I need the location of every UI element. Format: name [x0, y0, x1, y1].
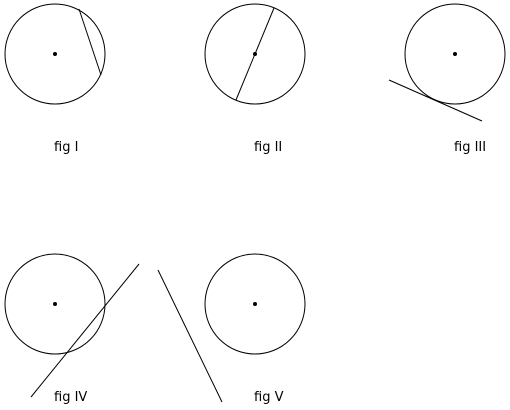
figure-3-center-point [453, 52, 457, 56]
figure-1-chord-line [78, 8, 102, 76]
figure-2: fig II [204, 3, 306, 155]
figure-3-tangent-line [388, 79, 483, 122]
figure-4: fig IV [4, 253, 140, 405]
figure-1-center-point [53, 52, 57, 56]
figure-5-label: fig V [254, 390, 284, 405]
figure-3: fig III [388, 3, 506, 155]
figure-1-label: fig I [54, 140, 78, 155]
figure-1-circle [4, 3, 106, 105]
figure-2-diameter-line [235, 7, 275, 101]
figure-4-center-point [53, 302, 57, 306]
figure-4-circle [4, 253, 106, 355]
figure-2-label: fig II [254, 140, 282, 155]
figure-4-secant-line [30, 263, 140, 398]
figure-5: fig V [157, 253, 306, 405]
figure-3-circle [404, 3, 506, 105]
figure-5-circle [204, 253, 306, 355]
figure-2-circle [204, 3, 306, 105]
figure-1: fig I [4, 3, 106, 155]
figure-5-external-line [157, 269, 223, 403]
figure-3-label: fig III [454, 140, 486, 155]
figure-5-center-point [253, 302, 257, 306]
figure-4-label: fig IV [54, 390, 87, 405]
